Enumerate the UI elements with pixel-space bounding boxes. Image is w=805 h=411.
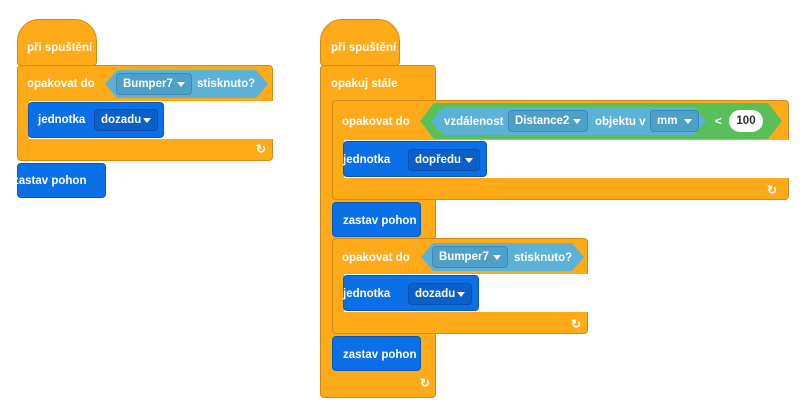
less-than-symbol: < <box>715 116 722 128</box>
object-label: objektu v <box>595 116 646 128</box>
chevron-down-icon <box>177 82 185 87</box>
hat-label: při spuštění <box>27 42 93 54</box>
forever-label: opakuj stále <box>331 78 398 90</box>
threshold-input[interactable]: 100 <box>729 110 763 132</box>
repeat-until-label: opakovat do <box>27 78 95 90</box>
stop-drive-block[interactable]: zastav pohon <box>13 163 106 198</box>
distance-sensor-dropdown[interactable]: Distance2 <box>508 110 588 132</box>
direction-dropdown[interactable]: dozadu <box>94 109 158 131</box>
loop-arrow-icon: ↻ <box>420 376 431 390</box>
distance-label: vzdálenost <box>444 116 504 128</box>
direction-dropdown[interactable]: dozadu <box>408 283 472 305</box>
hat-label: při spuštění <box>331 42 397 54</box>
chevron-down-icon <box>573 119 581 124</box>
motor-label: jednotka <box>38 114 86 126</box>
loop-arrow-icon: ↻ <box>256 142 267 156</box>
bumper-sensor-dropdown[interactable]: Bumper7 <box>432 246 508 268</box>
pressed-label: stisknuto? <box>514 252 573 264</box>
chevron-down-icon <box>457 292 465 297</box>
loop-arrow-icon: ↻ <box>767 183 778 197</box>
bumper-sensor-dropdown[interactable]: Bumper7 <box>116 73 192 95</box>
chevron-down-icon <box>143 118 151 123</box>
repeat-until-label: opakovat do <box>342 116 410 128</box>
chevron-down-icon <box>684 119 692 124</box>
when-started-hat-block[interactable]: při spuštění <box>320 19 400 66</box>
unit-dropdown[interactable]: mm <box>650 110 699 132</box>
chevron-down-icon <box>493 255 501 260</box>
chevron-down-icon <box>465 158 473 163</box>
motor-label: jednotka <box>343 154 391 166</box>
stop-label: zastav pohon <box>343 349 417 361</box>
motor-label: jednotka <box>343 288 391 300</box>
pressed-label: stisknuto? <box>197 78 256 90</box>
stop-drive-block[interactable]: zastav pohon <box>332 202 421 237</box>
stop-drive-block[interactable]: zastav pohon <box>332 336 421 371</box>
loop-arrow-icon: ↻ <box>571 317 582 331</box>
stop-label: zastav pohon <box>13 175 87 187</box>
stop-label: zastav pohon <box>343 215 417 227</box>
repeat-until-label: opakovat do <box>342 252 410 264</box>
direction-dropdown[interactable]: dopředu <box>408 149 480 171</box>
when-started-hat-block[interactable]: při spuštění <box>17 19 97 66</box>
